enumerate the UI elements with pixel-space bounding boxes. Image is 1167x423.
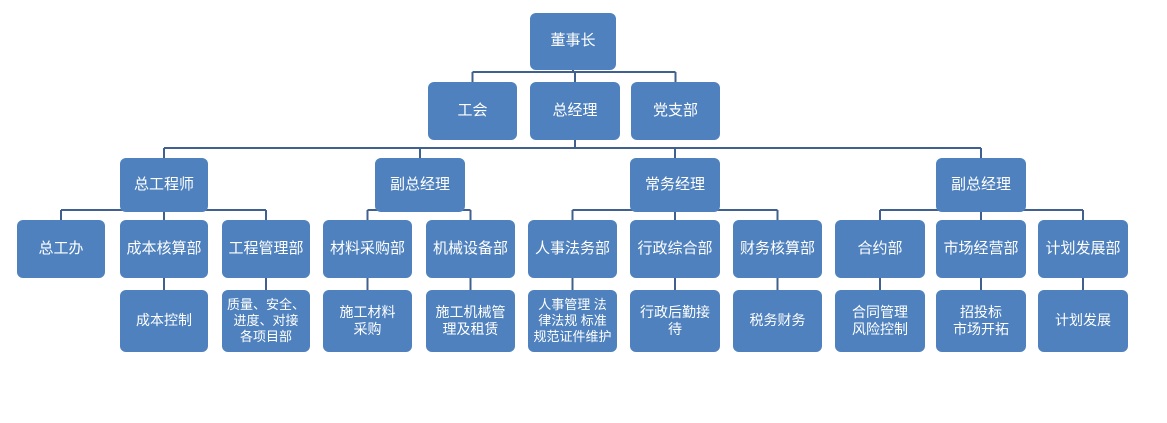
org-node[interactable]: 行政后勤接 待: [630, 290, 720, 352]
org-node-label: 行政后勤接 待: [640, 303, 710, 337]
org-node-label: 合约部: [857, 239, 903, 257]
org-node[interactable]: 副总经理: [375, 158, 465, 212]
org-node[interactable]: 成本控制: [120, 290, 208, 352]
org-node[interactable]: 税务财务: [733, 290, 822, 352]
org-node[interactable]: 市场经营部: [936, 220, 1026, 278]
org-node-label: 施工机械管 理及租赁: [435, 303, 506, 337]
org-node-label: 合同管理 风险控制: [852, 303, 908, 337]
org-node-label: 施工材料 采购: [339, 303, 396, 337]
org-node[interactable]: 总工办: [17, 220, 105, 278]
org-node[interactable]: 人事法务部: [528, 220, 617, 278]
org-node-label: 质量、安全、 进度、对接 各项目部: [226, 297, 305, 344]
org-node[interactable]: 总工程师: [120, 158, 208, 212]
org-node[interactable]: 成本核算部: [120, 220, 208, 278]
org-node-label: 人事管理 法 律法规 标准 规范证件维护: [533, 297, 612, 344]
org-node[interactable]: 工会: [428, 82, 517, 140]
org-node-label: 总工办: [38, 239, 84, 257]
org-node[interactable]: 行政综合部: [630, 220, 720, 278]
org-node-label: 税务财务: [749, 312, 806, 329]
org-node[interactable]: 施工机械管 理及租赁: [426, 290, 515, 352]
org-node-label: 成本核算部: [126, 239, 202, 257]
org-node-label: 总经理: [552, 101, 598, 119]
org-node[interactable]: 人事管理 法 律法规 标准 规范证件维护: [528, 290, 617, 352]
org-node-label: 计划发展部: [1045, 239, 1121, 257]
org-node-label: 副总经理: [389, 175, 450, 193]
org-node-label: 总工程师: [133, 175, 194, 193]
org-node-label: 工会: [457, 101, 488, 119]
org-node-label: 招投标 市场开拓: [953, 303, 1009, 337]
org-node[interactable]: 计划发展: [1038, 290, 1128, 352]
org-node-label: 市场经营部: [943, 239, 1019, 257]
org-node[interactable]: 副总经理: [936, 158, 1026, 212]
org-node[interactable]: 合同管理 风险控制: [835, 290, 925, 352]
org-node[interactable]: 董事长: [530, 13, 616, 70]
org-node-label: 人事法务部: [534, 239, 610, 257]
org-node[interactable]: 总经理: [530, 82, 620, 140]
org-node-label: 成本控制: [136, 312, 192, 329]
org-node-label: 机械设备部: [432, 239, 508, 257]
org-node[interactable]: 施工材料 采购: [323, 290, 412, 352]
org-node-label: 董事长: [550, 32, 596, 50]
org-node[interactable]: 党支部: [631, 82, 720, 140]
org-node[interactable]: 合约部: [835, 220, 925, 278]
org-node[interactable]: 机械设备部: [426, 220, 515, 278]
org-node-label: 财务核算部: [739, 239, 815, 257]
org-node[interactable]: 计划发展部: [1038, 220, 1128, 278]
org-node[interactable]: 质量、安全、 进度、对接 各项目部: [222, 290, 310, 352]
org-node[interactable]: 常务经理: [630, 158, 720, 212]
org-node[interactable]: 招投标 市场开拓: [936, 290, 1026, 352]
org-node-label: 副总经理: [950, 175, 1011, 193]
org-node-label: 计划发展: [1055, 312, 1111, 329]
org-node[interactable]: 工程管理部: [222, 220, 310, 278]
org-node[interactable]: 财务核算部: [733, 220, 822, 278]
org-node-label: 材料采购部: [329, 239, 405, 257]
org-node-label: 党支部: [652, 101, 698, 119]
org-node-label: 行政综合部: [637, 239, 713, 257]
org-node[interactable]: 材料采购部: [323, 220, 412, 278]
org-node-label: 常务经理: [644, 175, 705, 193]
org-node-label: 工程管理部: [228, 239, 304, 257]
